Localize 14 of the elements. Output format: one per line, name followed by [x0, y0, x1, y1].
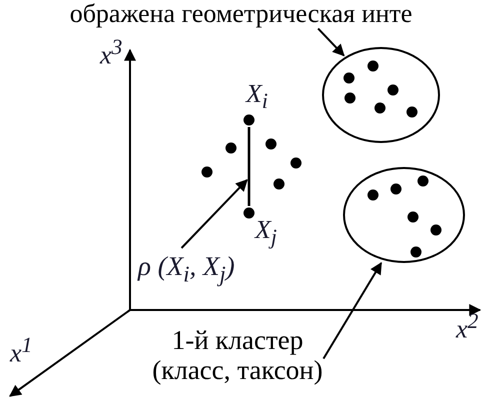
leader-arrow — [317, 28, 345, 56]
caption-text: ображена геометрическая инте — [0, 0, 482, 29]
cluster-label: 1-й кластер (класс, таксон) — [130, 326, 345, 386]
leader-arrow — [180, 179, 248, 249]
axis-label: x$^{1}$ — [10, 334, 32, 368]
distance-label: ρ (X$_{i}$, X$_{j}$) — [138, 252, 235, 288]
point-label: X$_{i}$ — [246, 80, 268, 114]
axis-label: x$^{2}$ — [456, 310, 478, 344]
cluster-ellipse — [322, 47, 440, 143]
cluster-ellipse — [343, 167, 465, 263]
axis-label: x$^{3}$ — [100, 36, 122, 70]
leader-arrow — [322, 262, 382, 360]
distance-segment — [248, 127, 250, 206]
point-label: X$_{j}$ — [255, 216, 277, 250]
